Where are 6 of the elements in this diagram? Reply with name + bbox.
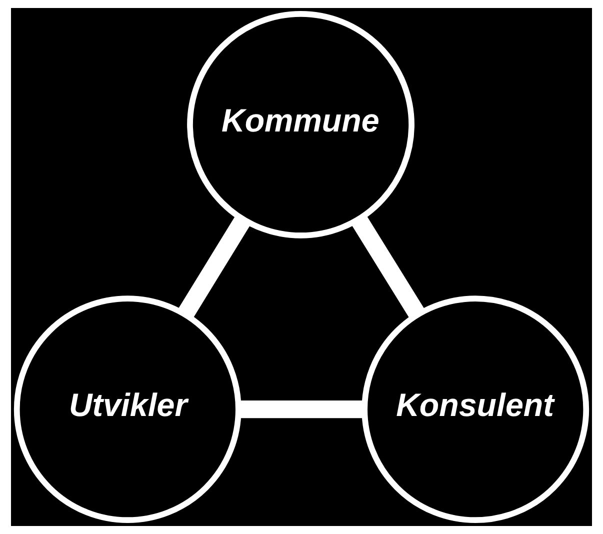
node-circle: Konsulent [362,296,590,524]
connector [178,214,251,319]
node-circle: Kommune [187,10,414,238]
node-circle: Utvikler [14,296,242,524]
connector [351,214,426,320]
connector [239,400,365,418]
